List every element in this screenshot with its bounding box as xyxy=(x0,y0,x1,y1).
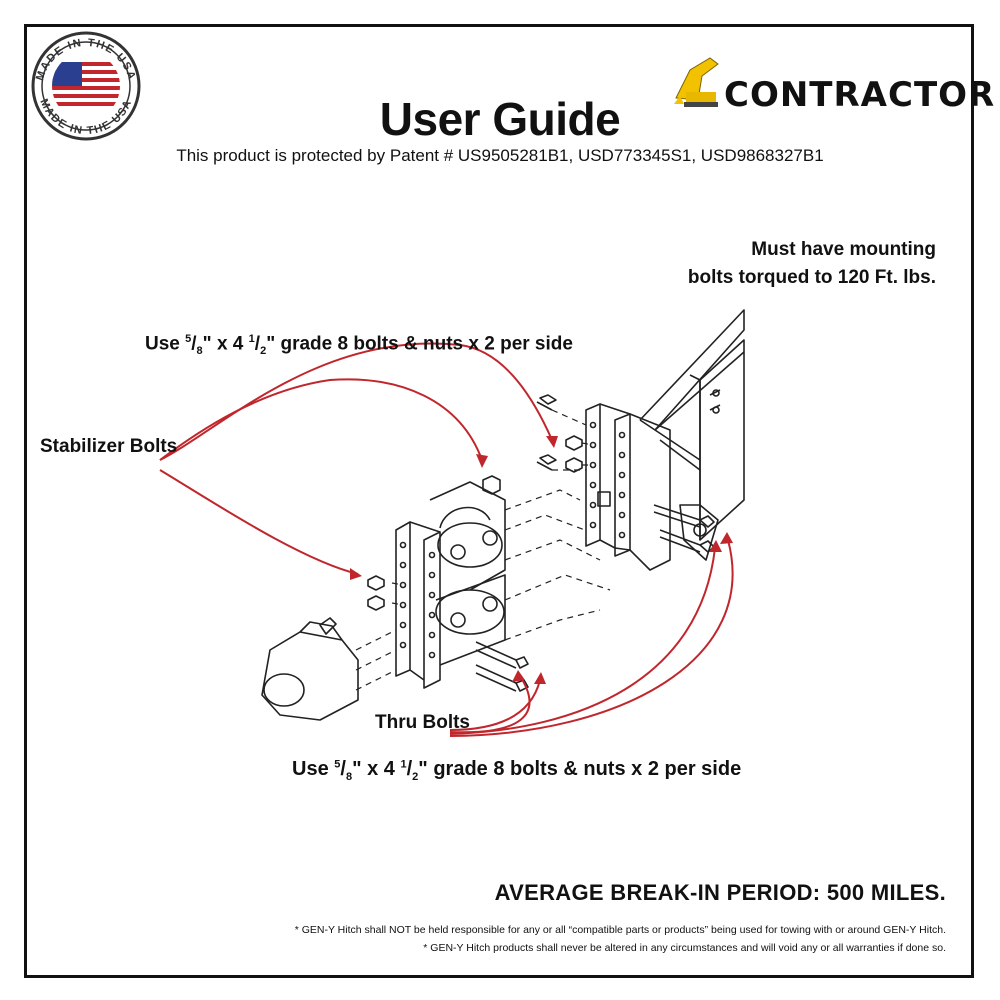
frac-num-1b: 5 xyxy=(334,758,341,771)
inch-mark: " xyxy=(266,333,276,355)
break-in-notice: AVERAGE BREAK-IN PERIOD: 500 MILES. xyxy=(494,880,946,905)
stabilizer-nuts-lower xyxy=(367,475,501,611)
arrow-thru-to-lower-bolt-1 xyxy=(449,679,541,731)
brand-logo: CONTRACTOR xyxy=(672,70,995,120)
frac-den-2b: 2 xyxy=(412,771,419,783)
excavator-logo-icon xyxy=(674,57,719,107)
disclaimer-2: * GEN-Y Hitch products shall never be al… xyxy=(423,942,946,954)
ball-coupler xyxy=(261,617,359,721)
made-in-usa-badge: MADE IN THE USA MADE IN THE USA xyxy=(31,31,141,141)
thru-bolts-lower xyxy=(475,641,529,692)
frac-num-1: 5 xyxy=(185,333,192,345)
arrow-stabilizer-to-plate xyxy=(159,342,553,461)
bolt-spec-bottom-prefix: Use xyxy=(292,758,329,780)
page-frame xyxy=(24,24,974,978)
inch-mark-b: " xyxy=(418,758,428,780)
callout-arrows xyxy=(159,342,734,737)
bolt-spec-top: Use 5/8" x 4 1/2" grade 8 bolts & nuts x… xyxy=(145,333,573,358)
arrowheads xyxy=(350,436,733,684)
frac-num-2b: 1 xyxy=(400,758,407,771)
torque-note-line2: bolts torqued to 120 Ft. lbs. xyxy=(687,267,936,288)
frac-den-1: 8 xyxy=(196,345,203,358)
frac-num-2: 1 xyxy=(248,333,255,345)
hitch-diagram xyxy=(261,309,745,721)
arrow-stabilizer-to-head xyxy=(159,378,483,461)
x-four: " x 4 xyxy=(202,333,244,355)
hitch-head-body xyxy=(395,481,506,689)
frac-den-2: 2 xyxy=(260,345,267,358)
alignment-dashed-lines xyxy=(355,409,611,691)
arrow-thru-to-upper-bolt-2 xyxy=(449,539,734,737)
torque-note-line1: Must have mounting xyxy=(751,239,936,260)
brand-name: CONTRACTOR xyxy=(724,75,996,115)
frac-den-1b: 8 xyxy=(345,771,353,783)
stabilizer-bolts-label: Stabilizer Bolts xyxy=(40,436,178,457)
bolt-spec-top-suffix: grade 8 bolts & nuts x 2 per side xyxy=(280,333,573,355)
receiver-plate-upper xyxy=(585,403,671,571)
arrow-thru-to-upper-bolt-1 xyxy=(449,547,716,735)
stabilizer-bolts-upper xyxy=(536,394,583,473)
bolt-spec-bottom: Use 5/8" x 4 1/2" grade 8 bolts & nuts x… xyxy=(292,758,742,783)
x-four-b: " x 4 xyxy=(352,758,395,780)
thru-bolts-label: Thru Bolts xyxy=(375,712,470,733)
bolt-spec-bottom-suffix: grade 8 bolts & nuts x 2 per side xyxy=(433,758,742,780)
patent-notice: This product is protected by Patent # US… xyxy=(176,146,824,165)
disclaimer-1: * GEN-Y Hitch shall NOT be held responsi… xyxy=(294,924,946,936)
bolt-spec-top-prefix: Use xyxy=(145,333,180,355)
torque-note: Must have mounting bolts torqued to 120 … xyxy=(688,236,936,292)
thru-bolts-upper xyxy=(653,504,719,561)
page-title: User Guide xyxy=(379,93,621,145)
us-flag-icon xyxy=(52,62,120,110)
arrow-stabilizer-to-nuts xyxy=(159,469,359,575)
